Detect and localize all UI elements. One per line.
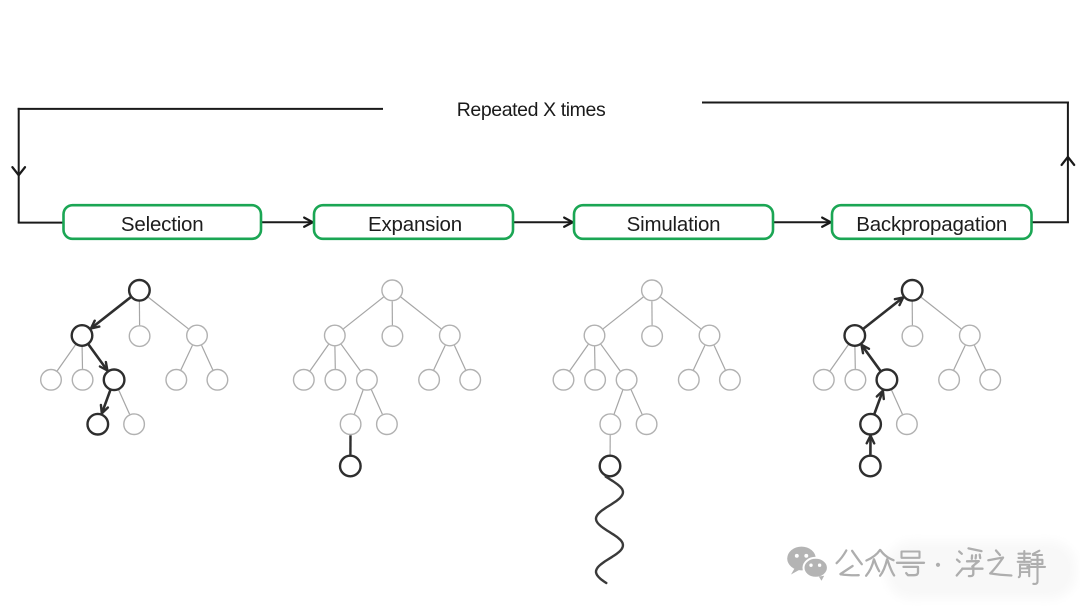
svg-text:Selection: Selection: [121, 213, 204, 236]
svg-text:Repeated X times: Repeated X times: [457, 99, 606, 121]
svg-text:Simulation: Simulation: [627, 213, 721, 236]
svg-text:Backpropagation: Backpropagation: [856, 213, 1007, 236]
svg-text:Expansion: Expansion: [368, 213, 462, 236]
